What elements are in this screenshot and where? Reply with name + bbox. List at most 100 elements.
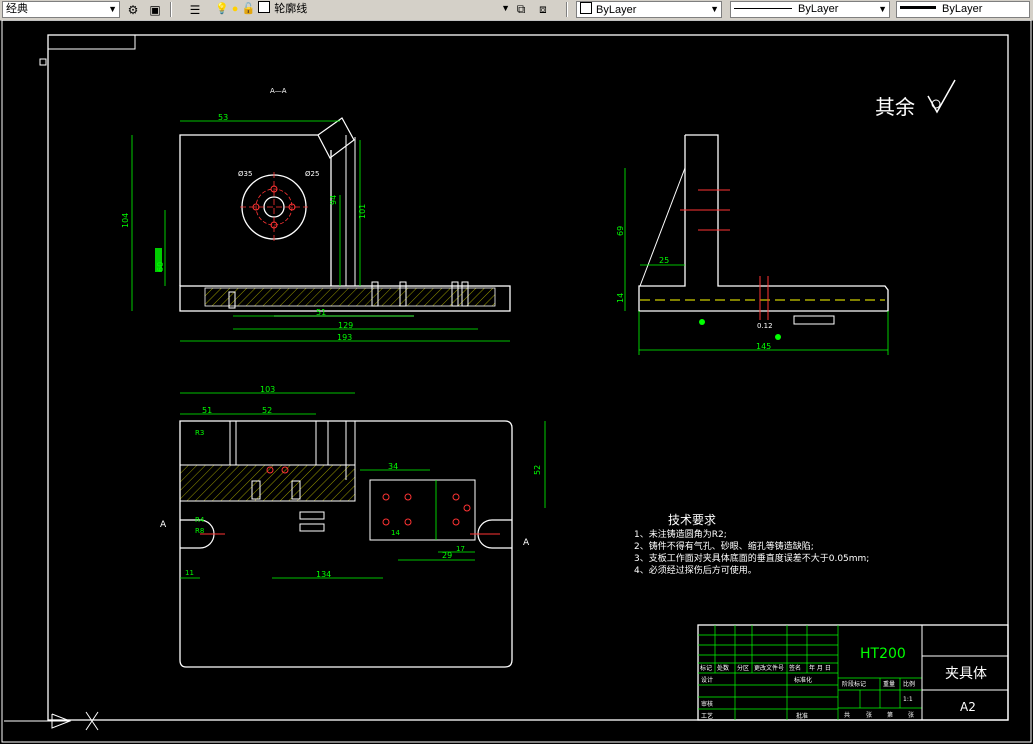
dim-51: 51 — [316, 308, 326, 317]
properties-toolbar: 经典 ▼ ⚙ ▣ ☰ 💡 ● 🔓 轮廓线 ▼ ⧉ ⧈ ByLayer ▼ ByL… — [0, 0, 1033, 21]
dim-11: 11 — [185, 569, 194, 577]
chevron-down-icon: ▼ — [710, 4, 719, 14]
dim-r4: R4 — [195, 516, 205, 524]
dim-60: 60 — [156, 262, 165, 272]
title-row-labels: 标记 处数 分区 更改文件号 签名 年 月 日 设计 审核 工艺 标准化 批准 … — [700, 664, 915, 720]
layer-manager-icon[interactable]: ☰ — [189, 2, 201, 17]
section-label: A—A — [270, 87, 287, 95]
dim-25-side: 25 — [659, 256, 669, 265]
make-layer-current-icon[interactable]: ⧉ — [516, 2, 526, 16]
row-label: 第 — [887, 711, 893, 719]
color-swatch — [580, 2, 592, 14]
row-label: 张 — [908, 711, 914, 719]
color-dropdown[interactable]: ByLayer ▼ — [576, 1, 722, 18]
grip-point[interactable] — [39, 58, 47, 66]
drawing-canvas[interactable]: 其余 A—A — [0, 20, 1033, 744]
dim-0-12: 0.12 — [757, 322, 773, 330]
sheet-frame — [47, 34, 1009, 721]
top-view — [179, 420, 513, 668]
layer-dropdown[interactable]: 💡 ● 🔓 轮廓线 ▼ — [212, 1, 512, 18]
dim-101: 101 — [358, 204, 367, 219]
row-label: 处数 — [717, 664, 729, 672]
lightbulb-icon: 💡 — [215, 3, 229, 15]
lineweight-preview — [900, 6, 936, 9]
workspace-dropdown[interactable]: 经典 ▼ — [2, 1, 120, 18]
scale-value: 1:1 — [903, 696, 913, 703]
sheet-outer-border — [1, 20, 1032, 743]
dim-34: 34 — [388, 462, 398, 471]
sheet-size: A2 — [960, 700, 976, 714]
roughness-circle — [931, 99, 941, 109]
dim-193: 193 — [337, 333, 352, 342]
front-view — [155, 117, 511, 317]
toolbar-separator — [566, 2, 568, 17]
dim-51-top: 51 — [202, 406, 212, 415]
section-mark-right: A — [523, 538, 530, 548]
dim-94: 94 — [329, 195, 338, 205]
workspace-settings-icon[interactable]: ⚙ — [127, 2, 139, 17]
row-label: 标准化 — [794, 676, 812, 684]
dim-d25: Ø25 — [305, 170, 319, 178]
dim-134: 134 — [316, 570, 331, 579]
row-label: 分区 — [737, 664, 749, 672]
row-label: 重量 — [883, 680, 895, 688]
dim-104: 104 — [121, 213, 130, 228]
linetype-value: ByLayer — [798, 3, 839, 15]
dim-d35: Ø35 — [238, 170, 252, 178]
tech-note-2: 2、铸件不得有气孔、砂眼、缩孔等铸造缺陷; — [634, 540, 814, 552]
tech-title: 技术要求 — [668, 513, 716, 527]
layer-previous-icon[interactable]: ⧈ — [539, 2, 547, 16]
ucs-icon — [4, 711, 99, 731]
workspace-value: 经典 — [6, 3, 28, 15]
lineweight-dropdown[interactable]: ByLayer — [896, 1, 1030, 18]
row-label: 审核 — [701, 700, 713, 708]
layer-color-swatch — [258, 1, 271, 13]
dim-103: 103 — [260, 385, 275, 394]
linetype-dropdown[interactable]: ByLayer ▼ — [730, 1, 890, 18]
row-label: 更改文件号 — [754, 664, 784, 672]
roughness-note: 其余 — [875, 95, 915, 119]
row-label: 张 — [866, 711, 872, 719]
toolbar-separator — [170, 2, 172, 17]
linetype-preview — [734, 8, 792, 9]
row-label: 签名 — [789, 664, 801, 672]
row-label: 阶段标记 — [842, 680, 866, 688]
row-label: 年 月 日 — [809, 664, 831, 672]
lineweight-value: ByLayer — [942, 3, 983, 15]
row-label: 工艺 — [701, 712, 713, 720]
top-dimensions — [180, 392, 546, 579]
code-box — [47, 34, 136, 50]
dim-145: 145 — [756, 342, 771, 351]
tech-note-1: 1、未注铸造圆角为R2; — [634, 528, 727, 540]
dim-52-top: 52 — [262, 406, 272, 415]
chevron-down-icon: ▼ — [878, 4, 887, 14]
row-label: 批准 — [796, 712, 808, 720]
row-label: 设计 — [701, 676, 713, 684]
chevron-down-icon: ▼ — [108, 4, 117, 14]
chevron-down-icon: ▼ — [501, 3, 510, 13]
row-label: 标记 — [700, 664, 712, 672]
title-block — [697, 624, 1009, 721]
dim-14-side: 14 — [616, 293, 625, 303]
dim-53: 53 — [218, 113, 228, 122]
part-name: 夹具体 — [945, 666, 987, 682]
side-view — [638, 134, 889, 340]
layer-name: 轮廓线 — [274, 3, 308, 15]
lock-icon: 🔓 — [241, 3, 256, 15]
roughness-symbol-icon — [927, 79, 956, 114]
dim-17: 17 — [456, 545, 465, 553]
dim-14-top: 14 — [391, 529, 400, 537]
front-dimensions — [131, 120, 510, 342]
dim-r8: R8 — [195, 527, 204, 535]
sun-icon: ● — [231, 3, 239, 15]
dim-29: 29 — [442, 551, 452, 560]
dim-129: 129 — [338, 321, 353, 330]
color-value: ByLayer — [596, 4, 637, 16]
tech-note-4: 4、必须经过探伤后方可使用。 — [634, 564, 757, 576]
material-label: HT200 — [860, 646, 906, 662]
customize-icon[interactable]: ▣ — [149, 2, 161, 17]
row-label: 比例 — [903, 680, 915, 688]
dim-69: 69 — [616, 226, 625, 236]
tech-note-3: 3、支板工作面对夹具体底面的垂直度误差不大于0.05mm; — [634, 552, 869, 564]
dim-r3: R3 — [195, 429, 204, 437]
